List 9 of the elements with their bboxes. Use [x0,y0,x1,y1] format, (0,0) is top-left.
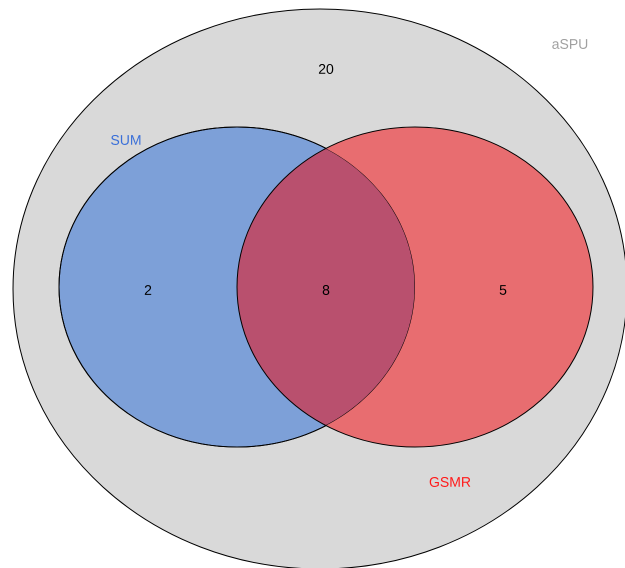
count-label: 5 [500,285,506,295]
count-label: 20 [318,64,334,74]
venn-ellipse [58,126,416,448]
set-label: GSMR [430,477,470,487]
set-label: aSPU [552,39,588,49]
count-label: 8 [322,285,330,295]
venn-ellipse [236,126,594,448]
set-label: SUM [111,135,140,145]
count-label: 2 [144,285,152,295]
